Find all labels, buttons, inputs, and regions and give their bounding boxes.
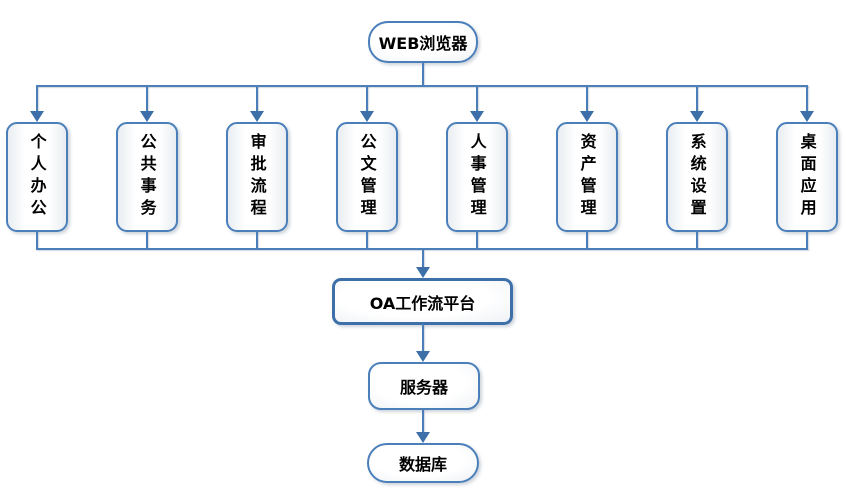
connector-stub-personal-office xyxy=(36,85,38,113)
node-hr-management: 人事管理 xyxy=(446,122,508,232)
node-personal-office-label: 个人办公 xyxy=(26,131,48,223)
connector-browser-to-bus xyxy=(422,62,424,86)
connector-platform-to-server xyxy=(422,324,424,352)
node-oa-platform-label: OA工作流平台 xyxy=(369,293,476,313)
node-web-browser-label: WEB浏览器 xyxy=(378,34,468,53)
connector-out-document-management xyxy=(366,231,368,249)
connector-out-desktop-application xyxy=(806,231,808,249)
arrowhead-hr-management xyxy=(470,111,484,122)
node-system-settings-label: 系统设置 xyxy=(686,131,708,223)
node-oa-platform: OA工作流平台 xyxy=(332,278,513,325)
connector-stub-desktop-application xyxy=(806,85,808,113)
node-hr-management-label: 人事管理 xyxy=(466,131,488,223)
arrowhead-system-settings xyxy=(690,111,704,122)
connector-server-to-database xyxy=(422,409,424,433)
connector-stub-public-affairs xyxy=(146,85,148,113)
connector-out-personal-office xyxy=(36,231,38,249)
arrowhead-document-management xyxy=(360,111,374,122)
node-server: 服务器 xyxy=(368,362,480,410)
connector-top-bus xyxy=(36,85,808,87)
node-document-management: 公文管理 xyxy=(336,122,398,232)
arrowhead-approval-process xyxy=(250,111,264,122)
node-document-management-label: 公文管理 xyxy=(356,131,378,223)
arrowhead-public-affairs xyxy=(140,111,154,122)
node-approval-process-label: 审批流程 xyxy=(246,131,268,223)
node-asset-management: 资产管理 xyxy=(556,122,618,232)
connector-out-approval-process xyxy=(256,231,258,249)
connector-bus-to-platform xyxy=(422,249,424,268)
arrowhead-desktop-application xyxy=(800,111,814,122)
node-approval-process: 审批流程 xyxy=(226,122,288,232)
arrowhead-personal-office xyxy=(30,111,44,122)
connector-out-system-settings xyxy=(696,231,698,249)
arrowhead-server xyxy=(416,351,430,362)
connector-out-asset-management xyxy=(586,231,588,249)
node-asset-management-label: 资产管理 xyxy=(576,131,598,223)
node-desktop-application-label: 桌面应用 xyxy=(796,131,818,223)
connector-stub-document-management xyxy=(366,85,368,113)
arrowhead-database xyxy=(416,432,430,443)
node-personal-office: 个人办公 xyxy=(6,122,68,232)
node-database-label: 数据库 xyxy=(398,455,447,474)
node-server-label: 服务器 xyxy=(399,378,448,397)
node-desktop-application: 桌面应用 xyxy=(776,122,838,232)
node-web-browser: WEB浏览器 xyxy=(368,21,478,63)
connector-stub-hr-management xyxy=(476,85,478,113)
connector-out-public-affairs xyxy=(146,231,148,249)
node-public-affairs-label: 公共事务 xyxy=(136,131,158,223)
connector-stub-approval-process xyxy=(256,85,258,113)
node-system-settings: 系统设置 xyxy=(666,122,728,232)
arrowhead-platform xyxy=(416,267,430,278)
arrowhead-asset-management xyxy=(580,111,594,122)
node-database: 数据库 xyxy=(367,443,479,483)
connector-stub-system-settings xyxy=(696,85,698,113)
connector-out-hr-management xyxy=(476,231,478,249)
node-public-affairs: 公共事务 xyxy=(116,122,178,232)
connector-stub-asset-management xyxy=(586,85,588,113)
